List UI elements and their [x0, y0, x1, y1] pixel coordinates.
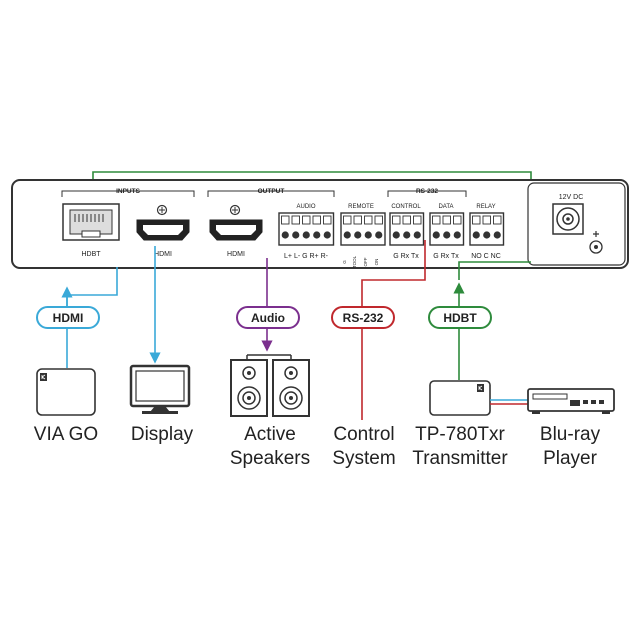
terminal-screw	[375, 231, 383, 239]
hdmi-pill-label: HDMI	[53, 311, 84, 325]
terminal-pin-slot	[364, 215, 373, 225]
rs232-bracket	[387, 190, 467, 197]
power-jack	[552, 203, 584, 235]
relay-terminal	[469, 212, 505, 246]
terminal-pin-slot	[353, 215, 362, 225]
terminal-screw	[432, 231, 440, 239]
terminal-screw	[281, 231, 289, 239]
transmitter-icon	[429, 380, 491, 416]
relay-pins-label: NO C NC	[471, 253, 501, 260]
transmitter-caption-line2: Transmitter	[412, 448, 508, 469]
terminal-pin-slot	[392, 215, 401, 225]
terminal-screw	[392, 231, 400, 239]
terminal-screw	[343, 231, 351, 239]
rs232-pill-label: RS-232	[343, 311, 384, 325]
output-bracket	[207, 190, 335, 197]
data-terminal	[429, 212, 465, 246]
rs232-panel-label: RS-232	[416, 188, 438, 195]
remote-pin-off: OFF	[363, 257, 368, 266]
hdbt-port-label: HDBT	[81, 251, 101, 258]
terminal-pin-slot	[281, 215, 290, 225]
audio-pill-label: Audio	[251, 311, 285, 325]
control-caption-line1: Control	[333, 424, 394, 445]
terminal-pin-slot	[302, 215, 311, 225]
control-pins-label: G Rx Tx	[393, 253, 419, 260]
hdbt-pill: HDBT	[428, 306, 492, 329]
audio-terminal	[278, 212, 335, 246]
terminal-blocks	[278, 212, 505, 246]
rs232-pill: RS-232	[331, 306, 395, 329]
terminal-screw	[443, 231, 451, 239]
hdmi-in-port	[136, 204, 190, 241]
remote-pin-tool: TOOL	[352, 255, 357, 268]
remote-block-label: REMOTE	[348, 204, 374, 210]
audio-pins-label: L+ L- G R+ R-	[284, 253, 329, 260]
terminal-screw	[354, 231, 362, 239]
relay-block-label: RELAY	[476, 204, 495, 210]
speakers-caption-line1: Active	[244, 424, 296, 445]
terminal-screw	[493, 231, 501, 239]
terminal-pin-slot	[493, 215, 502, 225]
terminal-pin-slot	[453, 215, 462, 225]
rs232-cable	[361, 240, 426, 420]
bluray-caption-line2: Player	[543, 448, 598, 469]
control-caption-line2: System	[332, 448, 395, 469]
terminal-pin-slot	[402, 215, 411, 225]
power-section	[527, 182, 626, 266]
power-label: 12V DC	[559, 194, 584, 201]
speaker-left-icon	[230, 359, 268, 417]
terminal-pin-slot	[482, 215, 491, 225]
bluray-caption-line1: Blu-ray	[540, 424, 601, 445]
terminal-pin-slot	[413, 215, 422, 225]
control-terminal	[389, 212, 425, 246]
hdbt-pill-label: HDBT	[443, 311, 477, 325]
terminal-pin-slot	[323, 215, 332, 225]
hdbt-cable-upper	[458, 261, 531, 280]
terminal-screw	[364, 231, 372, 239]
terminal-pin-slot	[343, 215, 352, 225]
terminal-screw	[483, 231, 491, 239]
via-go-icon	[36, 368, 96, 416]
inputs-label: INPUTS	[116, 188, 141, 195]
hdbt-port	[62, 203, 120, 241]
terminal-screw	[323, 231, 331, 239]
terminal-pin-slot	[291, 215, 300, 225]
hdmi-out-port-label: HDMI	[227, 251, 245, 258]
terminal-pin-slot	[374, 215, 383, 225]
hdmi-in-cable	[66, 267, 118, 368]
display-caption: Display	[131, 424, 194, 445]
control-block-label: CONTROL	[391, 204, 421, 210]
audio-pill: Audio	[236, 306, 300, 329]
inputs-bracket	[61, 190, 195, 197]
terminal-pin-slot	[472, 215, 481, 225]
terminal-screw	[313, 231, 321, 239]
speakers-caption-line2: Speakers	[230, 448, 310, 469]
terminal-screw	[453, 231, 461, 239]
audio-block-label: AUDIO	[296, 204, 315, 210]
hdmi-pill: HDMI	[36, 306, 100, 329]
remote-pin-g: G	[342, 260, 347, 264]
display-icon	[129, 364, 191, 414]
hdmi-in-port-label: HDMI	[154, 251, 172, 258]
remote-terminal	[340, 212, 386, 246]
terminal-pin-slot	[442, 215, 451, 225]
terminal-pin-slot	[432, 215, 441, 225]
hdmi-out-port	[209, 204, 263, 241]
terminal-screw	[302, 231, 310, 239]
remote-pin-on: ON	[374, 259, 379, 266]
data-pins-label: G Rx Tx	[433, 253, 459, 260]
transmitter-caption-line1: TP-780Txr	[415, 424, 505, 445]
ground-screw-icon	[589, 231, 603, 254]
terminal-screw	[413, 231, 421, 239]
output-label: OUTPUT	[258, 188, 285, 195]
bluray-player-icon	[527, 388, 615, 414]
terminal-pin-slot	[312, 215, 321, 225]
via-go-caption: VIA GO	[34, 424, 98, 445]
terminal-screw	[403, 231, 411, 239]
terminal-screw	[472, 231, 480, 239]
speaker-right-icon	[272, 359, 310, 417]
terminal-screw	[292, 231, 300, 239]
data-block-label: DATA	[438, 204, 453, 210]
